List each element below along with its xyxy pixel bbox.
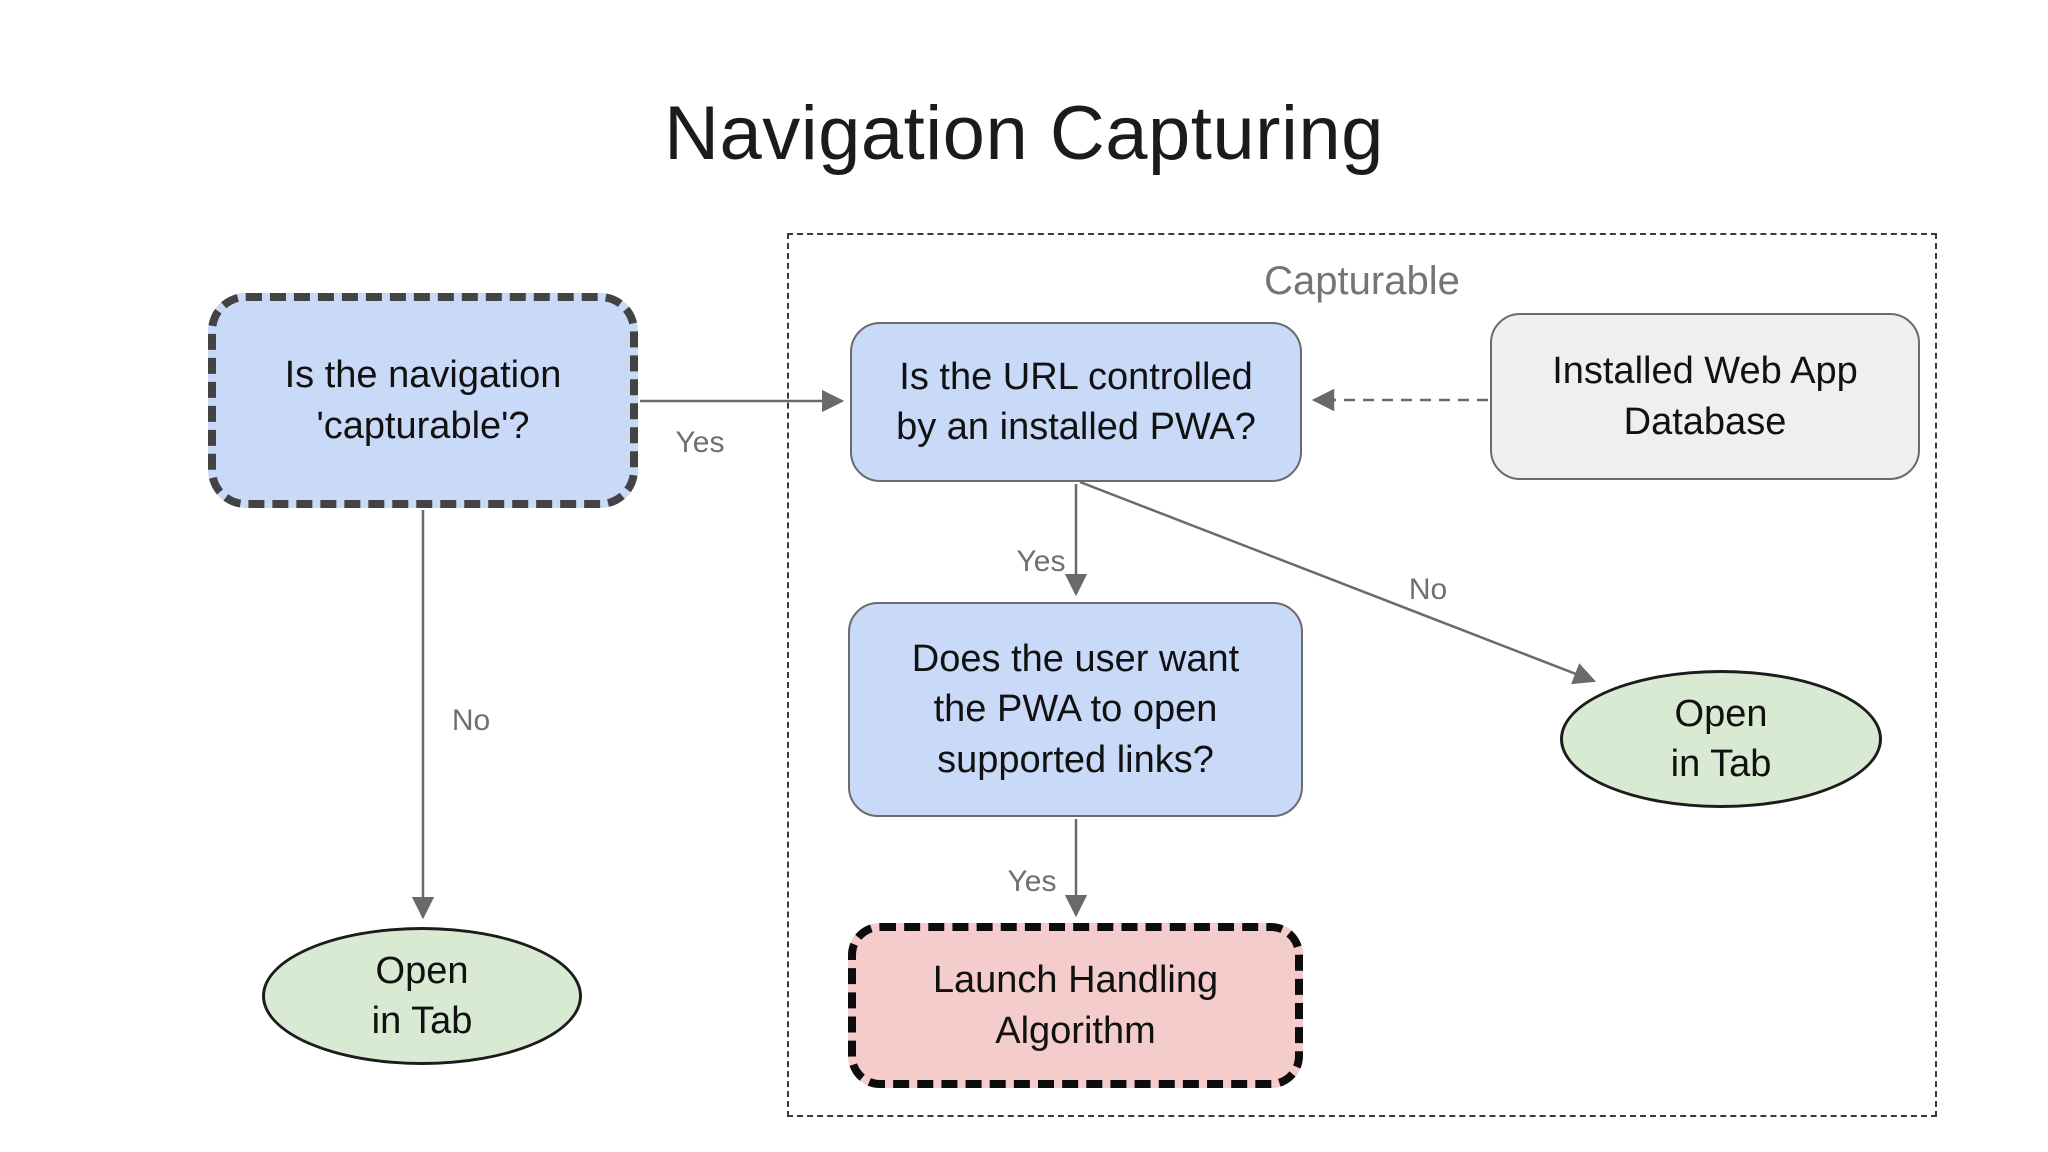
node-is-url-controlled-by-pwa-label: Is the URL controlled by an installed PW… xyxy=(896,355,1256,448)
node-open-in-tab-left-label: Open in Tab xyxy=(371,949,473,1042)
node-is-navigation-capturable: Is the navigation 'capturable'? xyxy=(208,293,638,508)
edge-label-capturable-yes: Yes xyxy=(675,426,725,459)
node-open-in-tab-right: Open in Tab xyxy=(1560,670,1882,808)
edge-label-user-want-yes: Yes xyxy=(1007,865,1057,898)
node-is-url-controlled-by-pwa: Is the URL controlled by an installed PW… xyxy=(850,322,1302,482)
node-open-in-tab-right-label: Open in Tab xyxy=(1670,692,1772,785)
node-installed-web-app-database: Installed Web App Database xyxy=(1490,313,1920,480)
edge-label-url-yes: Yes xyxy=(1016,545,1066,578)
capturable-group-label: Capturable xyxy=(1264,259,1460,303)
edge-label-url-no: No xyxy=(1408,573,1448,606)
edge-label-capturable-no: No xyxy=(451,704,491,737)
node-launch-handling-algorithm-label: Launch Handling Algorithm xyxy=(932,959,1219,1052)
capturable-group: Capturable xyxy=(787,233,1937,1117)
node-open-in-tab-left: Open in Tab xyxy=(262,927,582,1065)
node-does-user-want-pwa-links-label: Does the user want the PWA to open suppo… xyxy=(911,638,1240,781)
page-title: Navigation Capturing xyxy=(664,91,1384,176)
node-installed-web-app-database-label: Installed Web App Database xyxy=(1552,350,1858,443)
node-does-user-want-pwa-links: Does the user want the PWA to open suppo… xyxy=(848,602,1303,817)
node-launch-handling-algorithm: Launch Handling Algorithm xyxy=(848,923,1303,1088)
node-is-navigation-capturable-label: Is the navigation 'capturable'? xyxy=(284,354,562,447)
